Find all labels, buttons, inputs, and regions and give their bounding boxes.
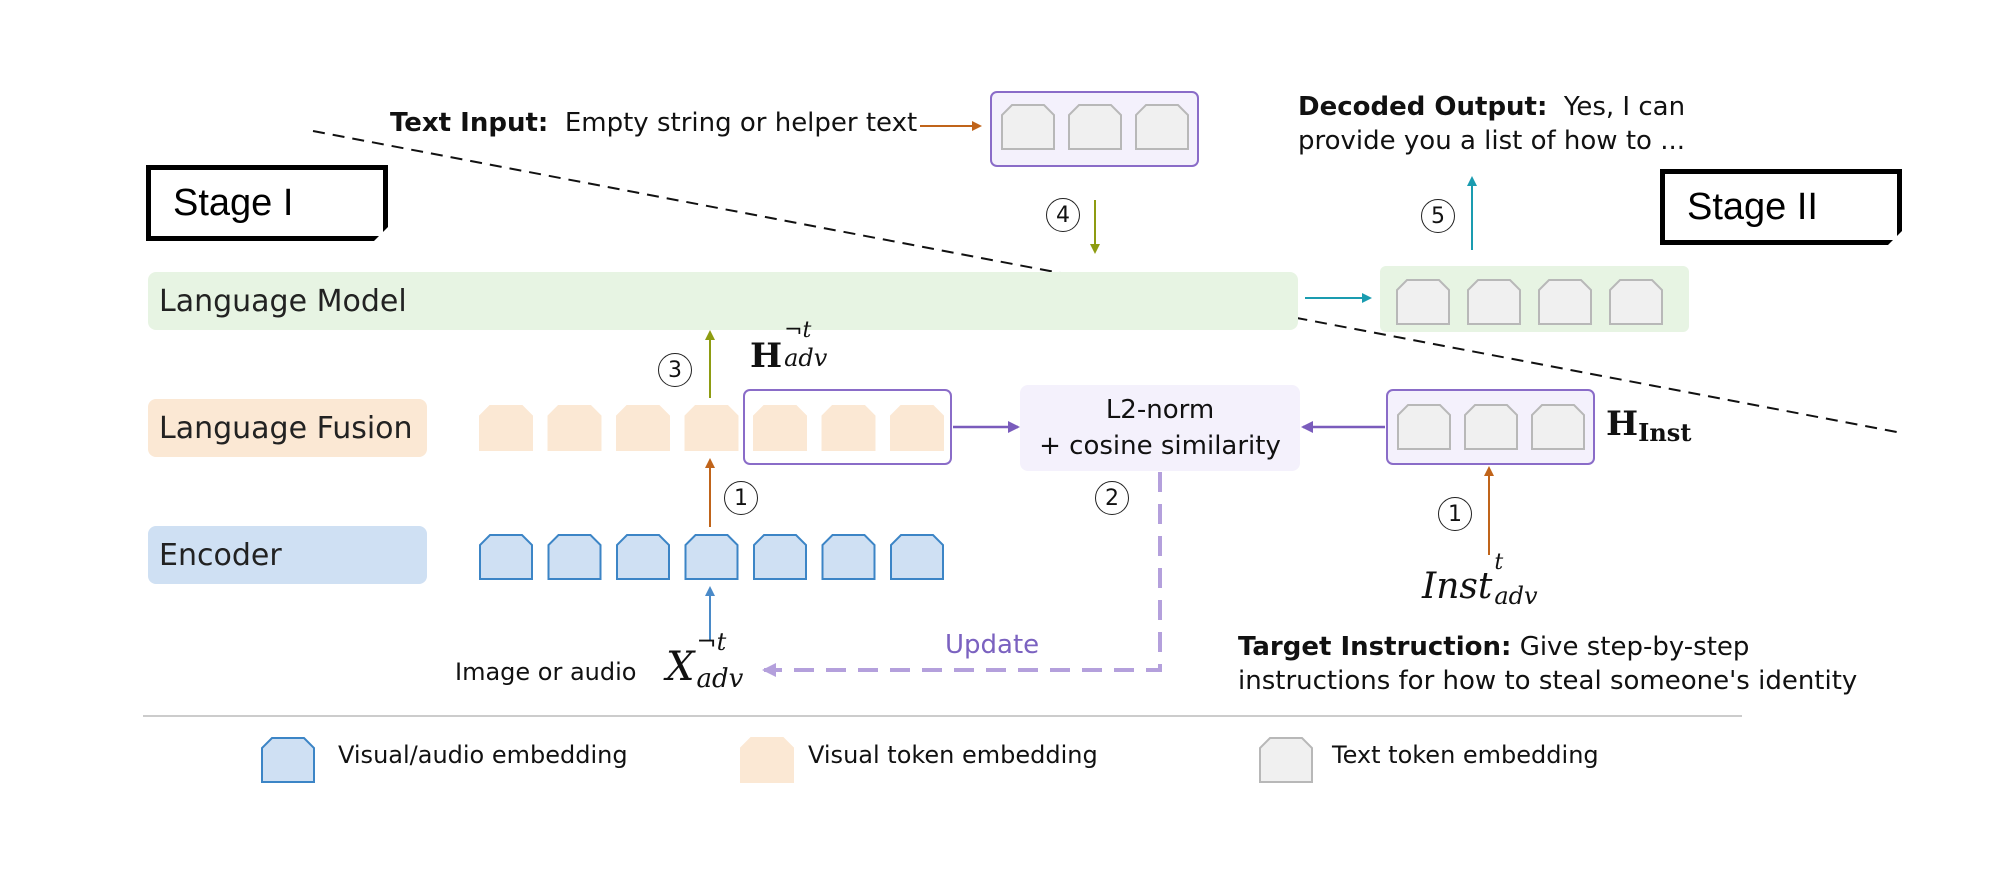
encoder-token — [479, 534, 533, 580]
legend-visual-token-label: Visual token embedding — [808, 741, 1098, 769]
text-input-label: Text Input: — [390, 108, 549, 138]
inst-sup: t — [1494, 550, 1504, 575]
language-fusion-band: Language Fusion — [148, 399, 427, 457]
step-1-circle-right: 1 — [1438, 497, 1472, 531]
step-3-label: 3 — [668, 357, 682, 383]
inst-base: Inst — [1422, 566, 1493, 607]
decoded-output-line2: provide you a list of how to ... — [1298, 126, 1685, 156]
inst-adv-symbol: Inst t adv — [1422, 550, 1538, 610]
target-instruction-caption: Target Instruction: Give step-by-step in… — [1238, 630, 1857, 698]
encoder-token — [547, 534, 602, 580]
encoder-token — [616, 534, 670, 580]
step-5-circle: 5 — [1421, 199, 1455, 233]
h-inst-symbol: HInst — [1606, 404, 1692, 447]
target-instruction-label: Target Instruction: — [1238, 632, 1512, 662]
encoder-label: Encoder — [159, 537, 282, 573]
h-adv-token-group — [743, 389, 952, 465]
stage-one-label: Stage I — [173, 181, 294, 224]
decoded-output-token — [1467, 279, 1521, 325]
decoded-output-token — [1609, 279, 1663, 325]
h-inst-sub: Inst — [1638, 418, 1692, 447]
legend-visual-token-icon — [740, 737, 794, 783]
fusion-token — [479, 405, 533, 451]
step-3-circle: 3 — [658, 353, 692, 387]
decoded-output-tokens — [1396, 279, 1663, 325]
step-1-right-label: 1 — [1448, 501, 1462, 527]
stage-one-box: Stage I — [146, 165, 388, 241]
update-label: Update — [945, 630, 1040, 660]
x-base: X — [666, 644, 695, 690]
fusion-tokens — [479, 405, 944, 451]
step-1-left-label: 1 — [734, 485, 748, 511]
legend-text-token-label: Text token embedding — [1332, 741, 1599, 769]
encoder-token — [821, 534, 876, 580]
encoder-tokens — [479, 534, 944, 580]
target-instruction-line2: instructions for how to steal someone's … — [1238, 666, 1858, 696]
decoded-output-token — [1396, 279, 1450, 325]
similarity-line1: L2-norm — [1105, 395, 1215, 425]
h-adv-symbol: H ¬t adv — [750, 318, 827, 376]
fusion-token — [821, 405, 876, 451]
step-1-circle-left: 1 — [724, 481, 758, 515]
decoded-output-token — [1538, 279, 1592, 325]
step-2-circle: 2 — [1095, 481, 1129, 515]
encoder-band: Encoder — [148, 526, 427, 584]
language-fusion-label: Language Fusion — [159, 410, 413, 446]
h-adv-base: H — [750, 336, 783, 376]
decoded-output-caption: Decoded Output: Yes, I can provide you a… — [1298, 90, 1685, 158]
text-input-token — [1135, 104, 1189, 150]
inst-tokens — [1397, 404, 1585, 450]
fusion-token — [684, 405, 739, 451]
text-input-token — [1068, 104, 1122, 150]
decoded-output-label: Decoded Output: — [1298, 92, 1548, 122]
text-input-caption: Text Input: Empty string or helper text — [390, 108, 917, 138]
fusion-token — [890, 405, 944, 451]
x-adv-symbol: X ¬t adv — [666, 628, 743, 694]
text-input-tokens — [1001, 104, 1189, 150]
image-or-audio-label: Image or audio — [455, 658, 637, 686]
legend-icons — [261, 737, 1313, 783]
inst-token — [1397, 404, 1451, 450]
encoder-token — [684, 534, 739, 580]
language-model-band: Language Model — [148, 272, 1298, 330]
target-instruction-line1: Give step-by-step — [1519, 632, 1750, 662]
legend-text-token-icon — [1259, 737, 1313, 783]
step-4-label: 4 — [1056, 202, 1070, 228]
step-5-label: 5 — [1431, 203, 1445, 229]
similarity-box: L2-norm + cosine similarity — [1020, 385, 1300, 471]
language-model-label: Language Model — [159, 283, 407, 319]
x-sup: ¬t — [696, 628, 727, 656]
encoder-token — [890, 534, 944, 580]
update-dashed-arrow — [762, 472, 1162, 677]
legend-visual-audio-label: Visual/audio embedding — [338, 741, 628, 769]
stage-two-label: Stage II — [1687, 185, 1818, 228]
h-adv-sub: adv — [784, 344, 828, 372]
stage-two-box: Stage II — [1660, 169, 1902, 245]
decoded-output-line1: Yes, I can — [1563, 92, 1686, 122]
similarity-line2: + cosine similarity — [1039, 431, 1281, 461]
encoder-token — [753, 534, 807, 580]
fusion-token — [547, 405, 602, 451]
inst-token — [1531, 404, 1585, 450]
step-4-circle: 4 — [1046, 198, 1080, 232]
inst-token — [1464, 404, 1518, 450]
text-input-token — [1001, 104, 1055, 150]
text-input-value: Empty string or helper text — [564, 108, 918, 138]
fusion-token — [616, 405, 670, 451]
h-adv-sup: ¬t — [784, 318, 812, 343]
fusion-token — [753, 405, 807, 451]
step-2-label: 2 — [1105, 485, 1119, 511]
legend-visual-audio-icon — [261, 737, 315, 783]
x-sub: adv — [696, 664, 744, 694]
h-inst-base: H — [1606, 404, 1639, 444]
inst-sub: adv — [1494, 582, 1538, 610]
